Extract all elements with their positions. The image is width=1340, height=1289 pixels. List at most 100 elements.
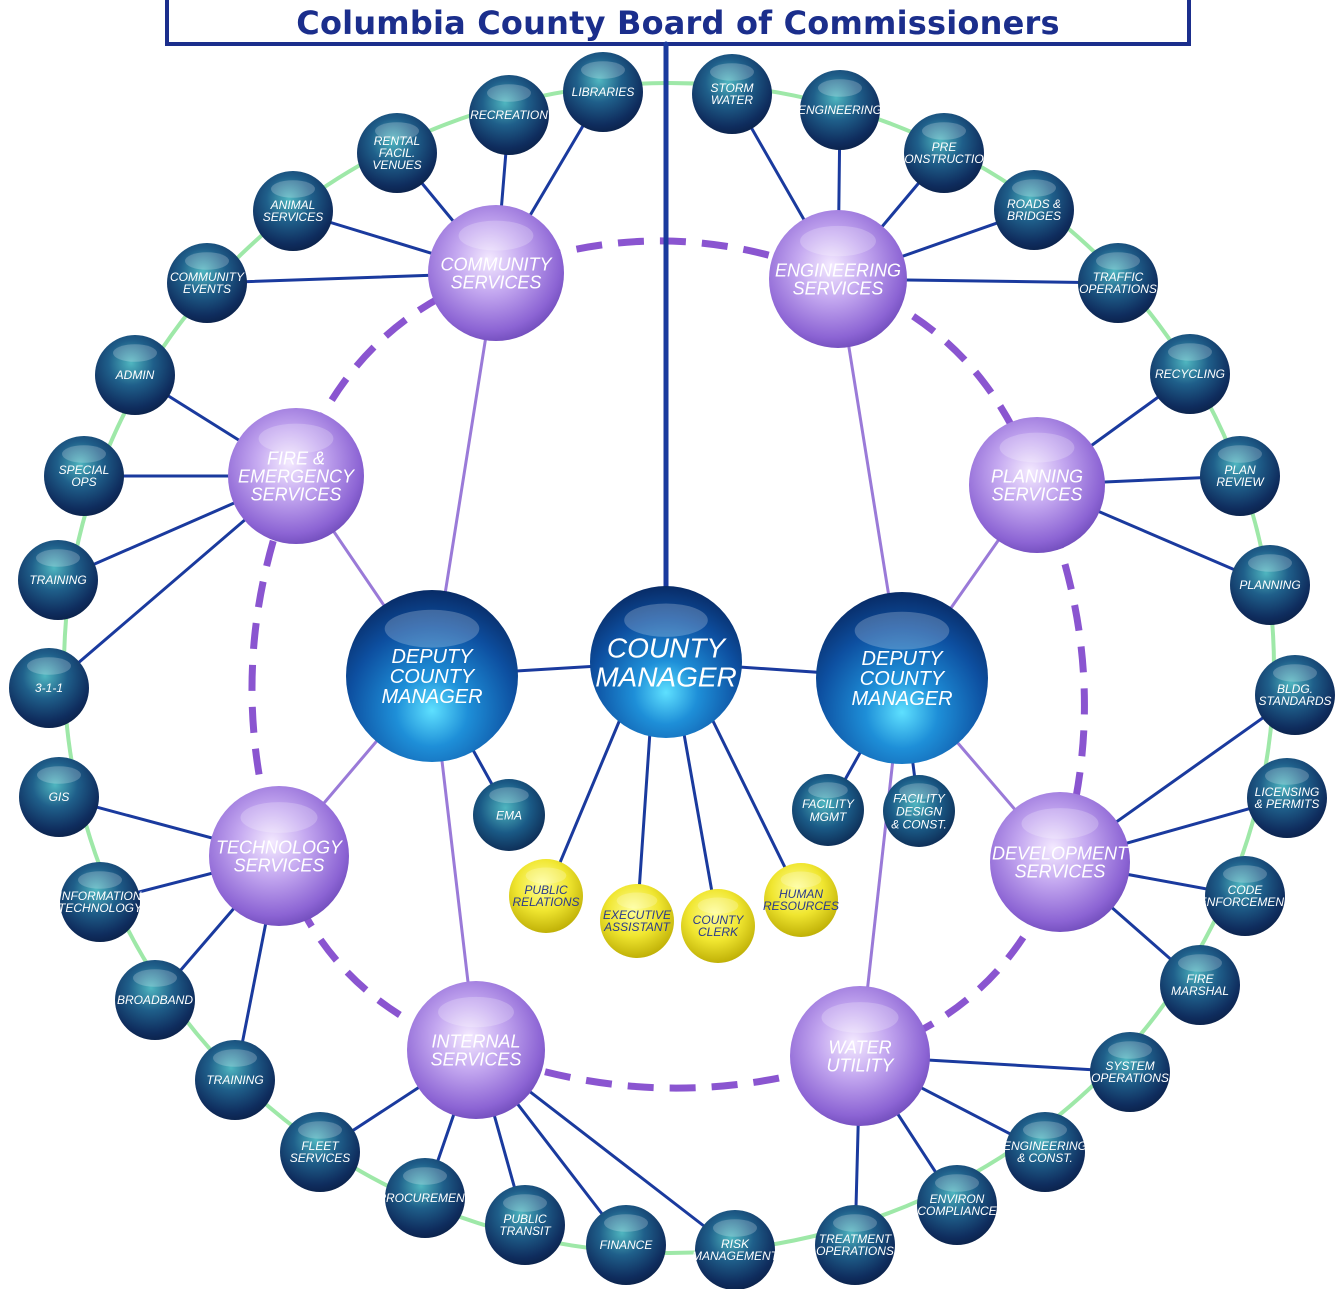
division-node: RECYCLING bbox=[1150, 334, 1230, 414]
unit-node-label: EMA bbox=[496, 809, 522, 823]
division-node-label: RECYCLING bbox=[1155, 367, 1225, 381]
division-node-highlight bbox=[935, 1174, 979, 1192]
unit-node-circle bbox=[473, 779, 545, 851]
division-node-highlight bbox=[298, 1121, 342, 1139]
division-node-label: BLDG.STANDARDS bbox=[1258, 682, 1331, 708]
division-node-label: LICENSING& PERMITS bbox=[1255, 785, 1320, 811]
department-node-highlight bbox=[258, 423, 334, 454]
staff-node-highlight bbox=[780, 871, 822, 888]
unit-node-circle bbox=[792, 774, 864, 846]
division-node-highlight bbox=[1273, 664, 1317, 682]
division-node-label: 3-1-1 bbox=[35, 681, 63, 695]
division-node-highlight bbox=[713, 1219, 757, 1237]
division-node-circle bbox=[1090, 1032, 1170, 1112]
unit-node-highlight bbox=[489, 787, 529, 804]
division-node-circle bbox=[1255, 655, 1335, 735]
deputy-node-circle bbox=[816, 592, 988, 764]
division-node: GIS bbox=[19, 757, 99, 837]
county-manager-node-highlight bbox=[624, 603, 708, 637]
unit-node-highlight bbox=[899, 783, 939, 800]
division-node-circle bbox=[1078, 243, 1158, 323]
division-node-label: TRAINING bbox=[29, 573, 86, 587]
division-node-label: PLANNING bbox=[1239, 578, 1300, 592]
division-node: 3-1-1 bbox=[9, 648, 89, 728]
division-node-label: GIS bbox=[49, 790, 70, 804]
division-node-circle bbox=[95, 335, 175, 415]
division-node-circle bbox=[469, 75, 549, 155]
division-node-circle bbox=[1247, 758, 1327, 838]
division-node-highlight bbox=[375, 122, 419, 140]
department-node-circle bbox=[790, 986, 930, 1126]
department-node-circle bbox=[990, 792, 1130, 932]
division-node-label: RECREATION bbox=[470, 108, 548, 122]
division-node-highlight bbox=[185, 252, 229, 270]
department-node-highlight bbox=[821, 1002, 899, 1033]
division-node-circle bbox=[9, 648, 89, 728]
division-node: ADMIN bbox=[95, 335, 175, 415]
division-node-highlight bbox=[1223, 865, 1267, 883]
division-node: RECREATION bbox=[469, 75, 549, 155]
unit-node-circle bbox=[883, 775, 955, 847]
department-node-highlight bbox=[240, 802, 318, 833]
division-node-circle bbox=[695, 1210, 775, 1289]
department-node-highlight bbox=[800, 225, 876, 257]
division-node-circle bbox=[167, 243, 247, 323]
division-node-label: ENGINEERING bbox=[798, 103, 882, 117]
division-node-circle bbox=[800, 70, 880, 150]
division-node-circle bbox=[1200, 436, 1280, 516]
division-node: PLANNING bbox=[1230, 545, 1310, 625]
staff-node-highlight bbox=[525, 867, 567, 884]
division-node-highlight bbox=[833, 1214, 877, 1232]
division-node-highlight bbox=[213, 1049, 257, 1067]
staff-node-highlight bbox=[697, 897, 739, 914]
staff-node-circle bbox=[509, 859, 583, 933]
division-node-highlight bbox=[403, 1167, 447, 1185]
division-node-highlight bbox=[710, 63, 754, 81]
division-node-highlight bbox=[1178, 954, 1222, 972]
division-node-circle bbox=[1205, 856, 1285, 936]
department-node-highlight bbox=[438, 996, 514, 1028]
division-node: BROADBAND bbox=[115, 960, 195, 1040]
division-node-circle bbox=[1160, 945, 1240, 1025]
department-node-circle bbox=[428, 205, 564, 341]
